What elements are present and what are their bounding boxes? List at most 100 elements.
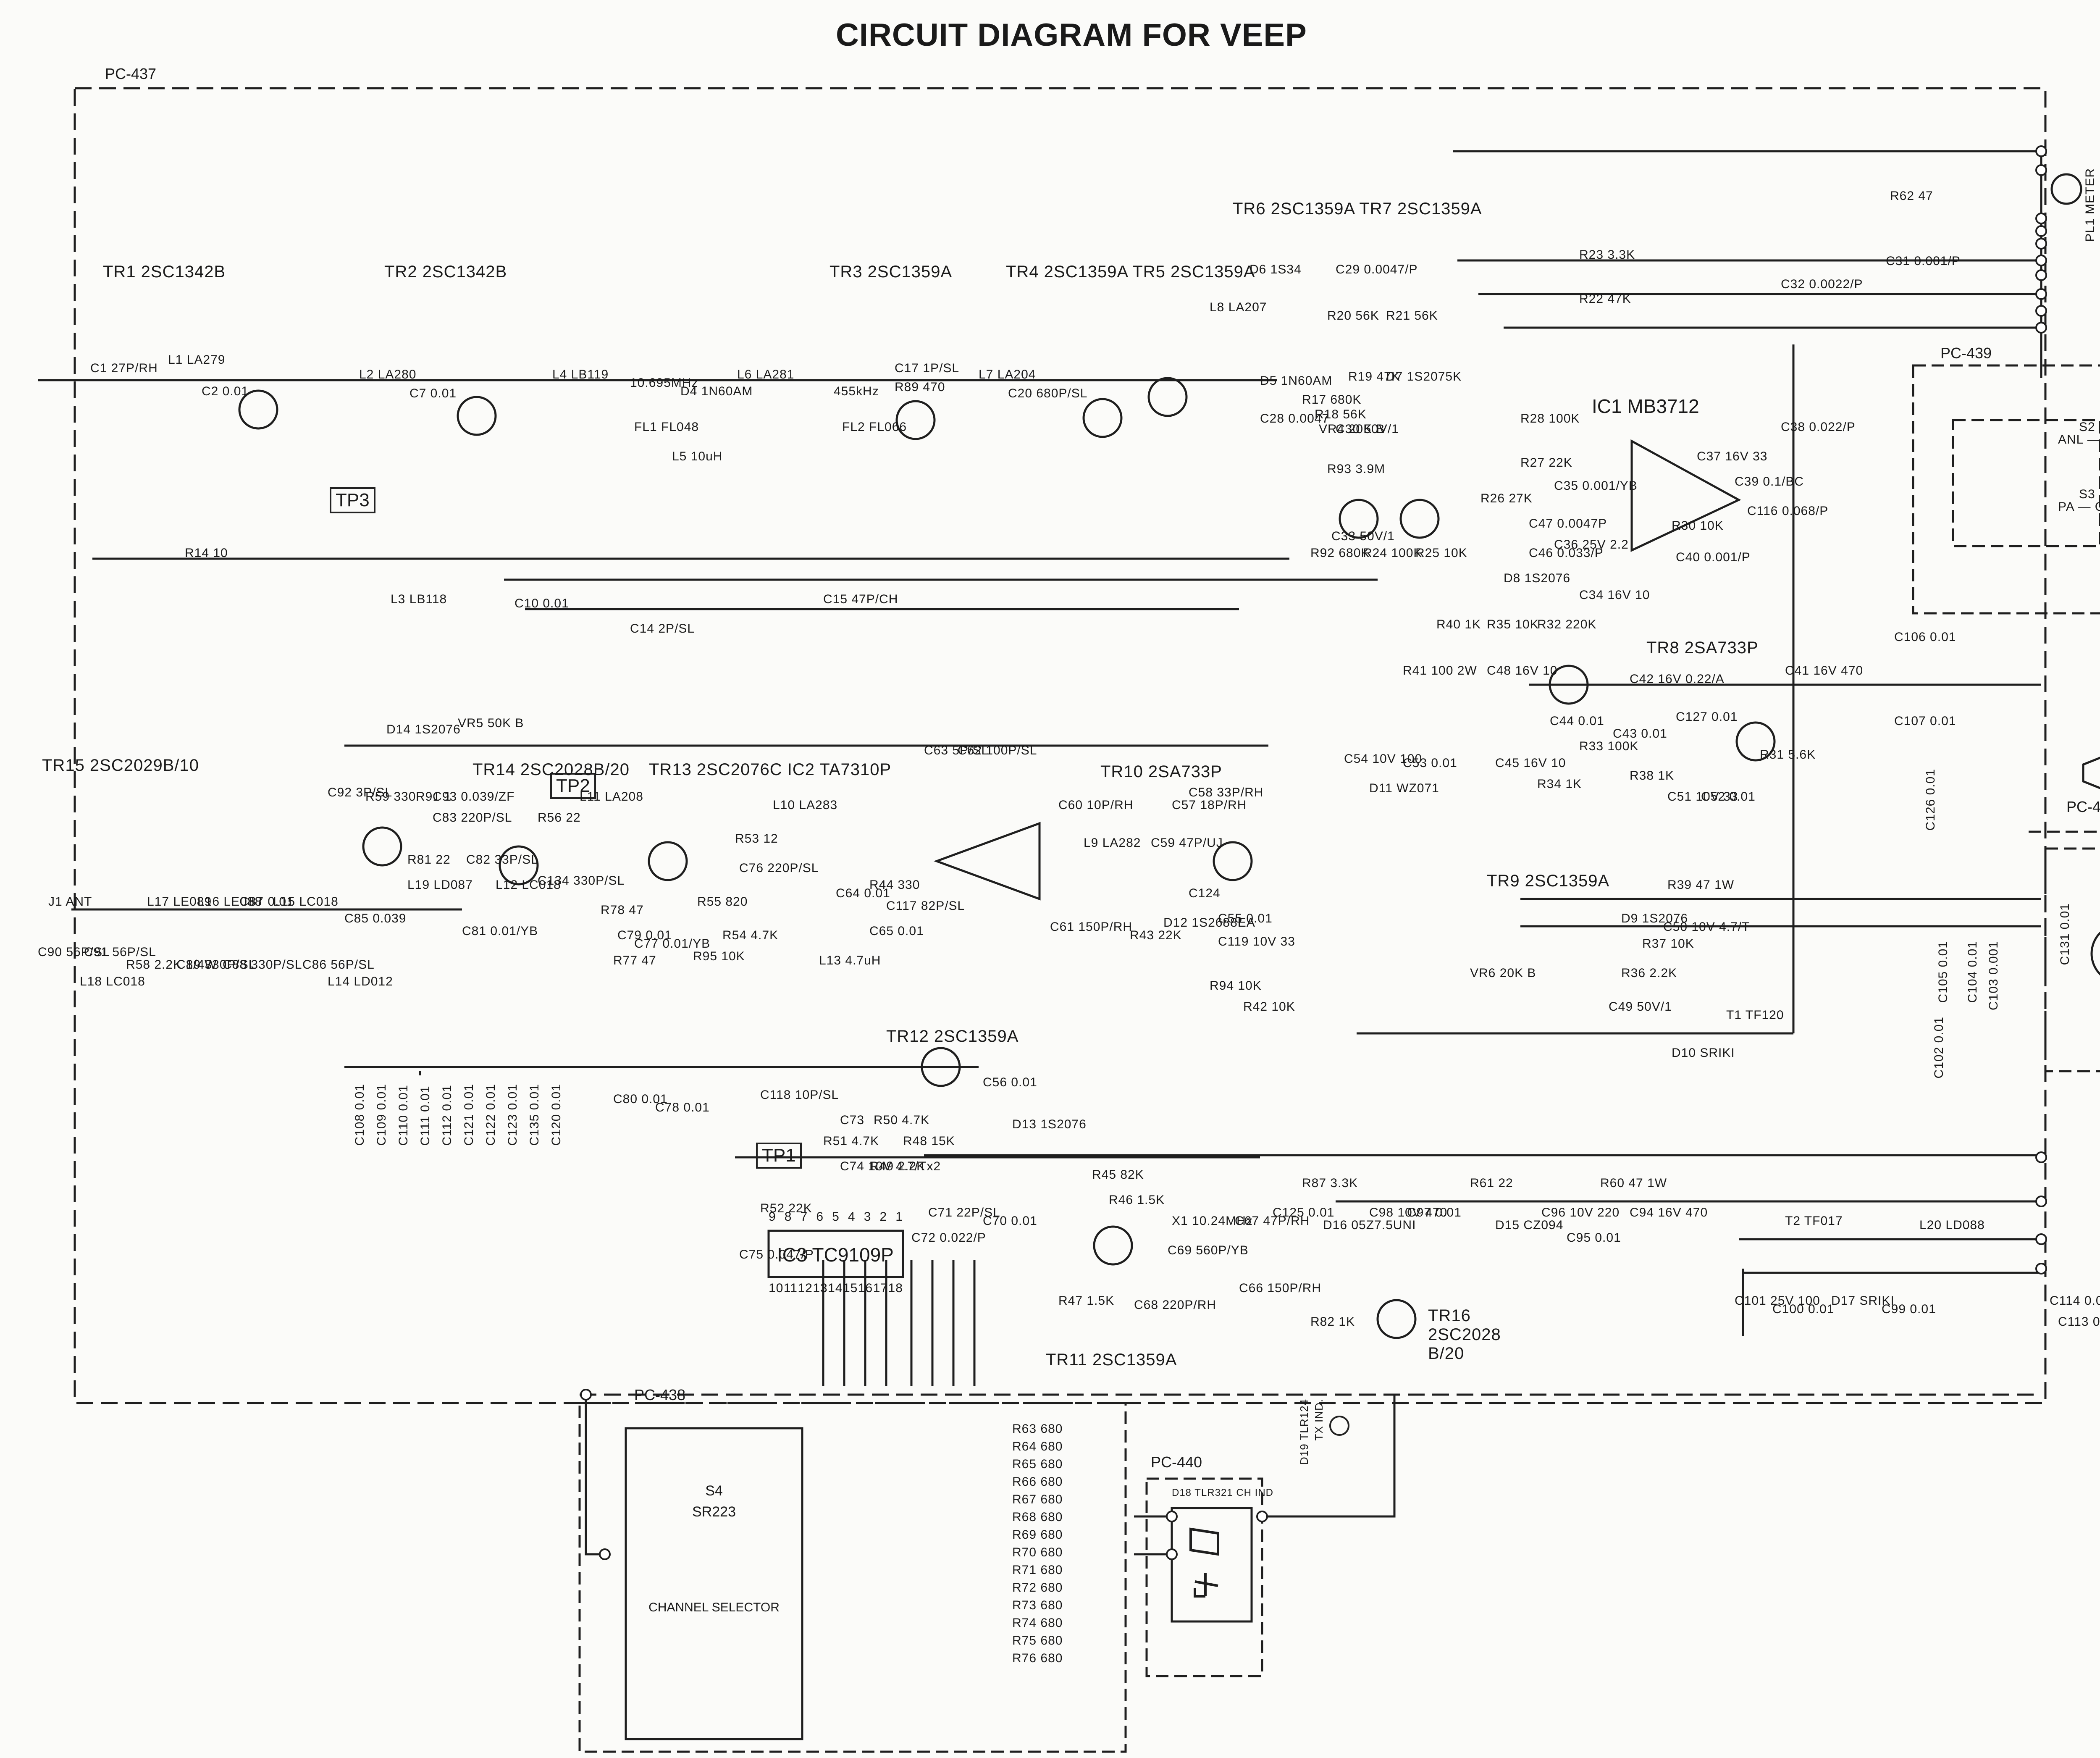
label-c125: C125 0.01 (1273, 1206, 1335, 1219)
label-r95: R95 10K (693, 949, 745, 963)
label-r39: R39 47 1W (1667, 878, 1735, 892)
label-c10: C10 0.01 (514, 597, 569, 610)
label-t2: T2 TF017 (1785, 1214, 1843, 1228)
label-c83: C83 220P/SL (433, 811, 512, 825)
label-c30: C30 50V/1 (1336, 422, 1399, 436)
label-c124: C124 (1189, 886, 1221, 900)
label-tr14: TR14 2SC2028B/20 (472, 760, 630, 779)
label-r33: R33 100K (1579, 739, 1639, 753)
label-s4: S4 (705, 1483, 723, 1499)
anl-switch-s2[interactable]: ANL — OFF (2058, 433, 2100, 447)
board-outline-pc438 (578, 1402, 1127, 1753)
label-c56: C56 0.01 (983, 1075, 1037, 1089)
ic3-pin: 16 (858, 1281, 873, 1295)
label-l17: L17 LE089 (147, 895, 212, 909)
label-c98: C98 10V 470 (1369, 1206, 1448, 1219)
label-c118: C118 10P/SL (760, 1088, 839, 1102)
label-r42: R42 10K (1243, 1000, 1295, 1014)
label-c33: C33 50V/1 (1331, 529, 1395, 543)
label-c38: C38 0.022/P (1781, 420, 1856, 434)
label-c53: C53 0.01 (1403, 756, 1457, 770)
label-r59: R59 330 (365, 790, 416, 804)
label-r62: R62 47 (1890, 189, 1933, 203)
channel-resistor: R65 680 (1012, 1457, 1063, 1471)
channel-resistor: R64 680 (1012, 1440, 1063, 1453)
board-label-pc439: PC-439 (1940, 344, 1992, 362)
label-r43: R43 22K (1130, 928, 1182, 942)
label-r45: R45 82K (1092, 1168, 1144, 1182)
pa-cb-switch-s3[interactable]: PA — CB (2058, 500, 2100, 514)
channel-selector-switch[interactable]: CHANNEL SELECTOR (648, 1600, 780, 1614)
label-c59: C59 47P/UJ (1151, 836, 1223, 850)
bypass-capacitor-row: C108 0.01 C109 0.01 C110 0.01 C111 0.01 … (353, 1084, 564, 1146)
ic3-pin: 15 (843, 1281, 858, 1295)
label-tr3: TR3 2SC1359A (830, 263, 953, 281)
label-r28: R28 100K (1520, 412, 1580, 426)
label-l11: L11 LA208 (580, 790, 643, 804)
label-s3: S3 (2079, 487, 2095, 501)
ic3-pin: 11 (783, 1281, 798, 1295)
label-tr10: TR10 2SA733P (1100, 762, 1222, 781)
label-r87: R87 3.3K (1302, 1176, 1358, 1190)
label-c107: C107 0.01 (1894, 714, 1956, 728)
channel-resistor: R70 680 (1012, 1545, 1063, 1559)
label-tr12: TR12 2SC1359A (886, 1027, 1019, 1046)
label-c64: C64 0.01 (836, 886, 890, 900)
label-c88: C88 330P/SL (223, 958, 302, 972)
label-c104: C104 0.01 (1966, 941, 1979, 1003)
label-d5: D5 1N60AM (1260, 374, 1333, 388)
channel-resistor: R69 680 (1012, 1528, 1063, 1542)
label-c105: C105 0.01 (1936, 941, 1950, 1003)
ic3-pin: 13 (813, 1281, 828, 1295)
bypass-cap: C121 0.01 (462, 1084, 476, 1146)
label-tr1: TR1 2SC1342B (103, 263, 226, 281)
label-c20: C20 680P/SL (1008, 386, 1088, 400)
label-r24: R24 100K (1363, 546, 1423, 560)
label-c99: C99 0.01 (1882, 1302, 1936, 1316)
label-r25: R25 10K (1415, 546, 1467, 560)
label-d19: D19 TLR124 (1298, 1399, 1310, 1465)
label-c95: C95 0.01 (1567, 1231, 1621, 1245)
label-r31: R31 5.6K (1760, 748, 1816, 762)
channel-resistor: R73 680 (1012, 1598, 1063, 1612)
label-vr6: VR6 20K B (1470, 966, 1536, 980)
label-l7: L7 LA204 (979, 368, 1036, 381)
label-c116: C116 0.068/P (1747, 504, 1829, 518)
bypass-cap: C135 0.01 (528, 1084, 541, 1146)
board-outline-pc441 (2044, 847, 2100, 1072)
label-c50: C50 10V 4.7/T (1663, 920, 1750, 934)
test-point-tp1: TP1 (756, 1143, 802, 1169)
label-r17: R17 680K (1302, 393, 1362, 407)
label-l20: L20 LD088 (1919, 1218, 1985, 1232)
label-c82: C82 33P/SL (466, 853, 538, 867)
ic3-pin: 14 (828, 1281, 843, 1295)
label-l19: L19 LD087 (407, 878, 473, 892)
label-fl1: FL1 FL048 (634, 420, 699, 434)
label-c54: C54 10V 100 (1344, 752, 1423, 766)
label-c70: C70 0.01 (983, 1214, 1037, 1228)
board-label-pc438: PC-438 (634, 1386, 686, 1403)
label-j1: J1 ANT (48, 895, 92, 909)
label-r47: R47 1.5K (1058, 1294, 1115, 1308)
label-c87: C87 0.01 (239, 895, 294, 909)
label-r26: R26 27K (1480, 491, 1533, 505)
ic3-pin: 6 (816, 1210, 824, 1224)
label-l13: L13 4.7uH (819, 954, 881, 967)
board-outline-pc439 (1912, 364, 2100, 615)
label-r14: R14 10 (185, 546, 228, 560)
label-r48: R48 15K (903, 1134, 955, 1148)
label-c85: C85 0.039 (344, 912, 407, 925)
label-r61: R61 22 (1470, 1176, 1513, 1190)
label-l16: L16 LE088 (197, 895, 262, 909)
board-label-pc440: PC-440 (1151, 1453, 1202, 1471)
label-c117: C117 82P/SL (886, 899, 965, 913)
label-c45: C45 16V 10 (1495, 756, 1566, 770)
label-r82: R82 1K (1310, 1315, 1355, 1329)
label-c103: C103 0.001 (1987, 941, 2000, 1011)
label-r53: R53 12 (735, 832, 778, 846)
label-c102: C102 0.01 (1932, 1017, 1946, 1079)
label-c74: C74 10V 4.7/Tx2 (840, 1159, 941, 1173)
label-c90: C90 56P/SL (38, 945, 110, 959)
label-c58: C58 33P/RH (1189, 786, 1264, 799)
ic1-triangle (1630, 439, 1741, 552)
